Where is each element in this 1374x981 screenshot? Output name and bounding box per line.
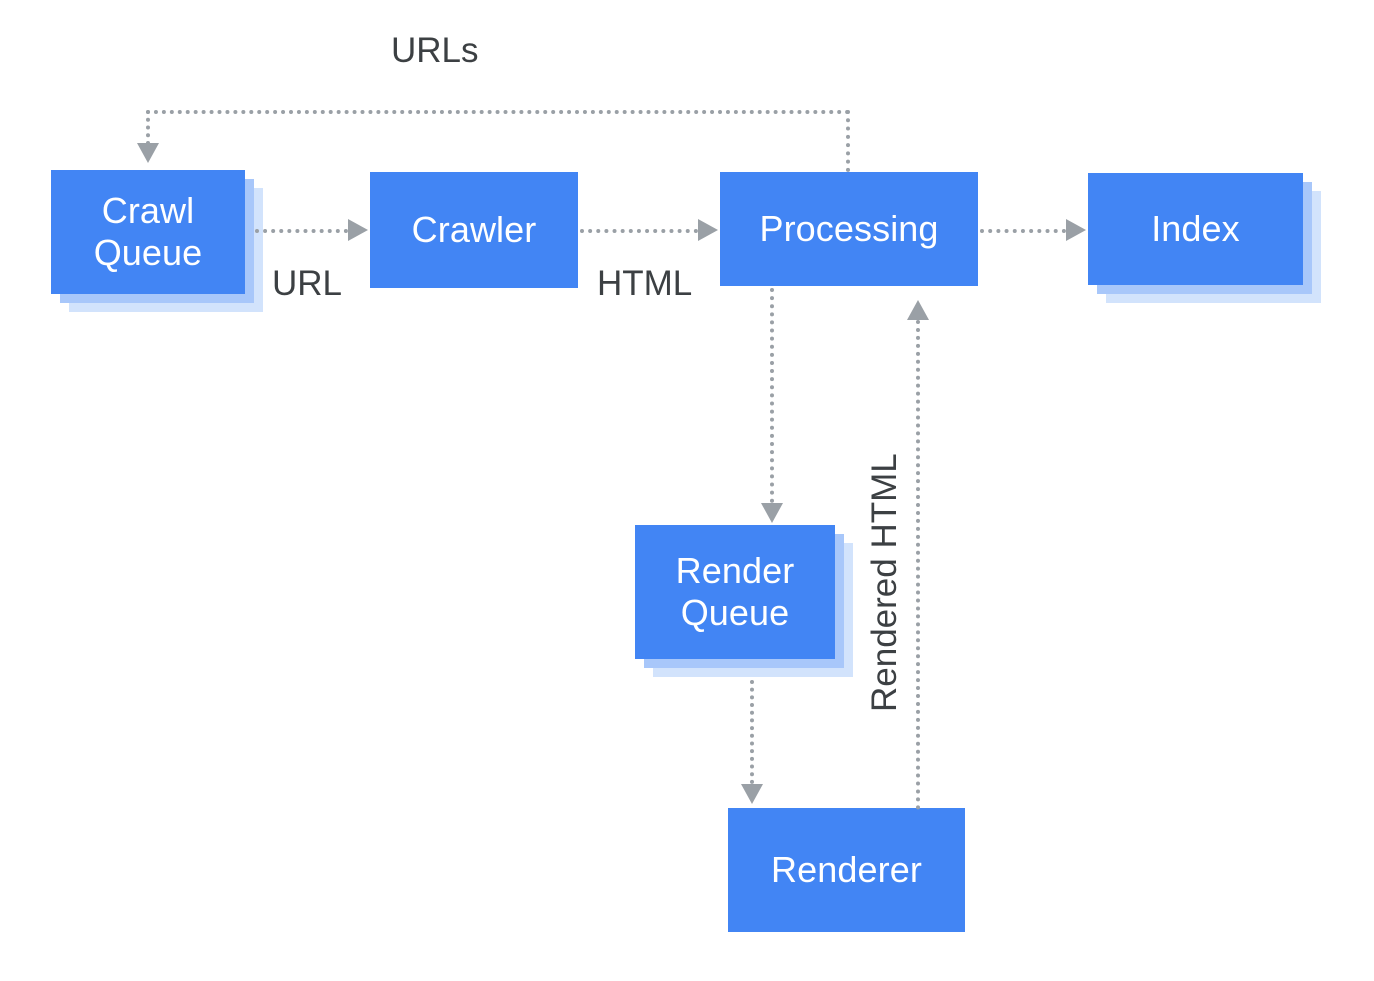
node-crawl-queue[interactable]: Crawl Queue xyxy=(51,170,263,312)
arrowhead-to-crawler xyxy=(348,219,368,241)
edge-label-rendered-html: Rendered HTML xyxy=(865,453,904,712)
node-renderer[interactable]: Renderer xyxy=(728,808,965,932)
arrowhead-to-render-queue xyxy=(761,503,783,523)
edge-processing-to-crawl-queue-horizontal xyxy=(146,110,850,114)
node-crawler-body: Crawler xyxy=(370,172,578,288)
node-processing-label: Processing xyxy=(759,208,939,250)
node-renderer-label: Renderer xyxy=(771,849,922,891)
node-render-queue-body: Render Queue xyxy=(635,525,835,659)
node-crawl-queue-body: Crawl Queue xyxy=(51,170,245,294)
node-index-body: Index xyxy=(1088,173,1303,285)
edge-render-queue-to-renderer xyxy=(750,680,754,784)
edge-crawler-to-processing xyxy=(580,229,698,233)
node-renderer-body: Renderer xyxy=(728,808,965,932)
edge-processing-to-crawl-queue-drop xyxy=(146,110,150,145)
node-processing[interactable]: Processing xyxy=(720,172,978,286)
node-index[interactable]: Index xyxy=(1088,173,1321,303)
node-index-label: Index xyxy=(1151,208,1240,250)
arrowhead-to-processing xyxy=(698,219,718,241)
node-render-queue-label: Render Queue xyxy=(675,550,795,633)
node-crawl-queue-label: Crawl Queue xyxy=(93,190,203,273)
node-render-queue[interactable]: Render Queue xyxy=(635,525,853,677)
node-processing-body: Processing xyxy=(720,172,978,286)
arrowhead-to-index xyxy=(1066,219,1086,241)
arrowhead-to-crawl-queue xyxy=(137,143,159,163)
edge-processing-to-index xyxy=(980,229,1066,233)
edge-label-html: HTML xyxy=(597,264,693,303)
edge-label-urls: URLs xyxy=(391,31,479,70)
node-crawler-label: Crawler xyxy=(411,209,537,251)
edge-processing-to-render-queue xyxy=(770,288,774,503)
node-crawler[interactable]: Crawler xyxy=(370,172,578,288)
edge-processing-to-crawl-queue-vertical xyxy=(846,110,850,172)
edge-crawl-queue-to-crawler xyxy=(255,229,348,233)
edge-renderer-to-processing xyxy=(916,320,920,810)
edge-label-url: URL xyxy=(272,264,343,303)
arrowhead-to-renderer xyxy=(741,784,763,804)
arrowhead-to-processing-rendered xyxy=(907,300,929,320)
